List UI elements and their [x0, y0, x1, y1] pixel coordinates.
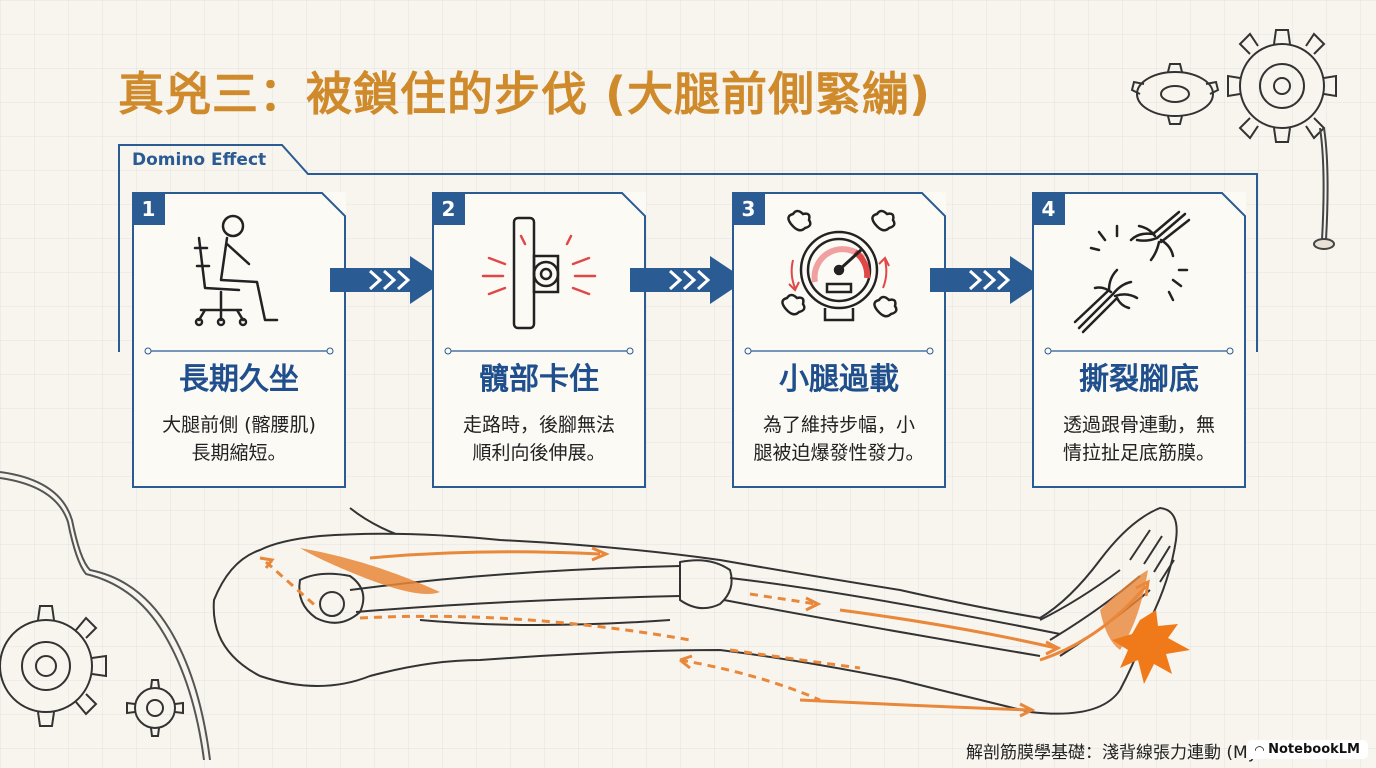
step-description: 走路時，後腳無法 順利向後伸展。 [432, 411, 646, 467]
domino-frame [118, 144, 1258, 352]
step-number: 1 [132, 192, 165, 225]
desc-line: 走路時，後腳無法 [462, 414, 615, 436]
brand-name: NotebookLM [1268, 742, 1360, 757]
brand-badge: ◠ NotebookLM [1246, 740, 1368, 759]
card-divider [144, 347, 334, 355]
notebooklm-logo-icon: ◠ [1254, 742, 1265, 757]
desc-line: 長期縮短。 [191, 442, 287, 464]
rope-icon [1313, 128, 1335, 250]
gear-icon [0, 605, 107, 727]
footer-caption: 解剖筋膜學基礎：淺背線張力連動 (My [966, 743, 1258, 763]
step-title: 長期久坐 [179, 362, 299, 397]
step-card-1: 1 長期久坐 大腿前側 (髂腰肌) 長期縮短。 [132, 192, 346, 488]
step-card-2: 2 髖部卡住 走路時，後腳無法 順利向後伸展。 [432, 192, 646, 488]
leg-anatomy-illustration [212, 507, 1190, 718]
step-title: 撕裂腳底 [1079, 362, 1199, 397]
step-number: 3 [732, 192, 765, 225]
step-description: 透過跟骨連動，無 情拉扯足底筋膜。 [1032, 411, 1246, 467]
card-divider [1044, 347, 1234, 355]
card-frame [432, 192, 646, 488]
sitting-person-icon [193, 214, 279, 327]
desc-line: 大腿前側 (髂腰肌) [162, 414, 316, 436]
gear-icon [1130, 63, 1220, 125]
locked-hinge-icon [481, 216, 597, 330]
step-card-3: 3 小腿過載 為了維持步幅，小 腿被迫爆發性發力。 [732, 192, 946, 488]
gear-icon [1227, 29, 1337, 143]
card-frame [1032, 192, 1246, 488]
desc-line: 透過跟骨連動，無 [1062, 414, 1215, 436]
step-description: 為了維持步幅，小 腿被迫爆發性發力。 [732, 411, 946, 467]
card-divider [744, 347, 934, 355]
rope-icon [0, 471, 211, 760]
desc-line: 腿被迫爆發性發力。 [753, 442, 925, 464]
desc-line: 情拉扯足底筋膜。 [1062, 442, 1215, 464]
card-frame [132, 192, 346, 488]
card-divider [444, 347, 634, 355]
page-title: 真兇三：被鎖住的步伐 (大腿前側緊繃) [118, 67, 932, 121]
torn-rope-icon [1073, 210, 1191, 334]
step-number: 2 [432, 192, 465, 225]
desc-line: 為了維持步幅，小 [762, 414, 915, 436]
chevron-arrow-icon [930, 256, 1046, 304]
gear-icon [126, 679, 184, 737]
iliopsoas-muscle [300, 548, 440, 594]
step-number: 4 [1032, 192, 1065, 225]
step-title: 髖部卡住 [479, 362, 599, 397]
step-card-4: 4 撕裂腳底 透過跟骨連動，無 情拉扯足底筋膜。 [1032, 192, 1246, 488]
step-description: 大腿前側 (髂腰肌) 長期縮短。 [132, 411, 346, 467]
pain-burst-icon [1112, 610, 1190, 684]
pressure-gauge-icon [781, 209, 898, 322]
card-frame [732, 192, 946, 488]
domino-effect-label: Domino Effect [132, 150, 267, 170]
desc-line: 順利向後伸展。 [472, 442, 606, 464]
step-title: 小腿過載 [779, 362, 899, 397]
chevron-arrow-icon [330, 256, 446, 304]
chevron-arrow-icon [630, 256, 746, 304]
